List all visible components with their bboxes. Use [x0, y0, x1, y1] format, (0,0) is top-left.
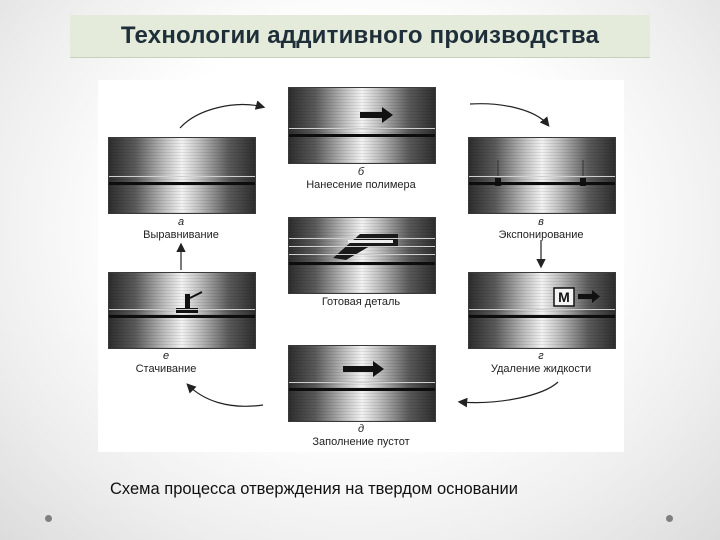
bottom-right-bullet-dot [666, 515, 673, 522]
caption-a: а Выравнивание [98, 216, 264, 242]
diagram-overlay: M [176, 100, 600, 408]
slide-title: Технологии аддитивного производства [70, 15, 650, 58]
caption-g: г Удаление жидкости [468, 350, 614, 376]
caption-d: д Заполнение пустот [268, 423, 454, 449]
mask-icon: M [553, 287, 600, 307]
panel-d-void-filling [288, 345, 436, 422]
caption-a-label: Выравнивание [143, 229, 219, 241]
bottom-left-bullet-dot [45, 515, 52, 522]
arrow-a-to-b [179, 100, 266, 129]
caption-d-letter: д [357, 423, 365, 435]
milling-cutter [176, 291, 203, 313]
caption-v-label: Экспонирование [498, 229, 584, 241]
caption-g-letter: г [538, 350, 544, 362]
panel-finished-part [288, 217, 436, 294]
caption-v-letter: в [538, 216, 544, 228]
arrow-d-to-e [186, 383, 264, 407]
panel-b-polymer-deposition [288, 87, 436, 164]
caption-e-label: Стачивание [135, 363, 197, 375]
caption-g-label: Удаление жидкости [490, 363, 592, 375]
caption-v: в Экспонирование [454, 216, 628, 242]
mask-symbol: M [558, 289, 570, 305]
caption-b: б Нанесение полимера [268, 166, 454, 192]
figure-caption: Схема процесса отверждения на твердом ос… [110, 480, 518, 498]
arrow-g-to-d [457, 381, 559, 408]
caption-a-letter: а [177, 216, 185, 228]
caption-d-label: Заполнение пустот [312, 436, 410, 448]
arrow-b-to-v [469, 103, 550, 127]
caption-e-letter: е [162, 350, 170, 362]
panel-a-leveling [108, 137, 256, 214]
polymer-flow-arrow [360, 107, 393, 123]
panel-v-exposure [468, 137, 616, 214]
caption-finished-part-label: Готовая деталь [321, 296, 401, 308]
panel-e-milling [108, 272, 256, 349]
caption-e: е Стачивание [98, 350, 234, 376]
caption-b-label: Нанесение полимера [306, 179, 416, 191]
finished-part-shape [333, 234, 398, 260]
caption-finished-part: Готовая деталь [268, 296, 454, 309]
curing-process-diagram: б Нанесение полимера а Выравнивание в Эк… [98, 80, 624, 452]
panel-g-liquid-removal [468, 272, 616, 349]
void-filling-arrow [343, 361, 384, 377]
caption-b-letter: б [357, 166, 365, 178]
